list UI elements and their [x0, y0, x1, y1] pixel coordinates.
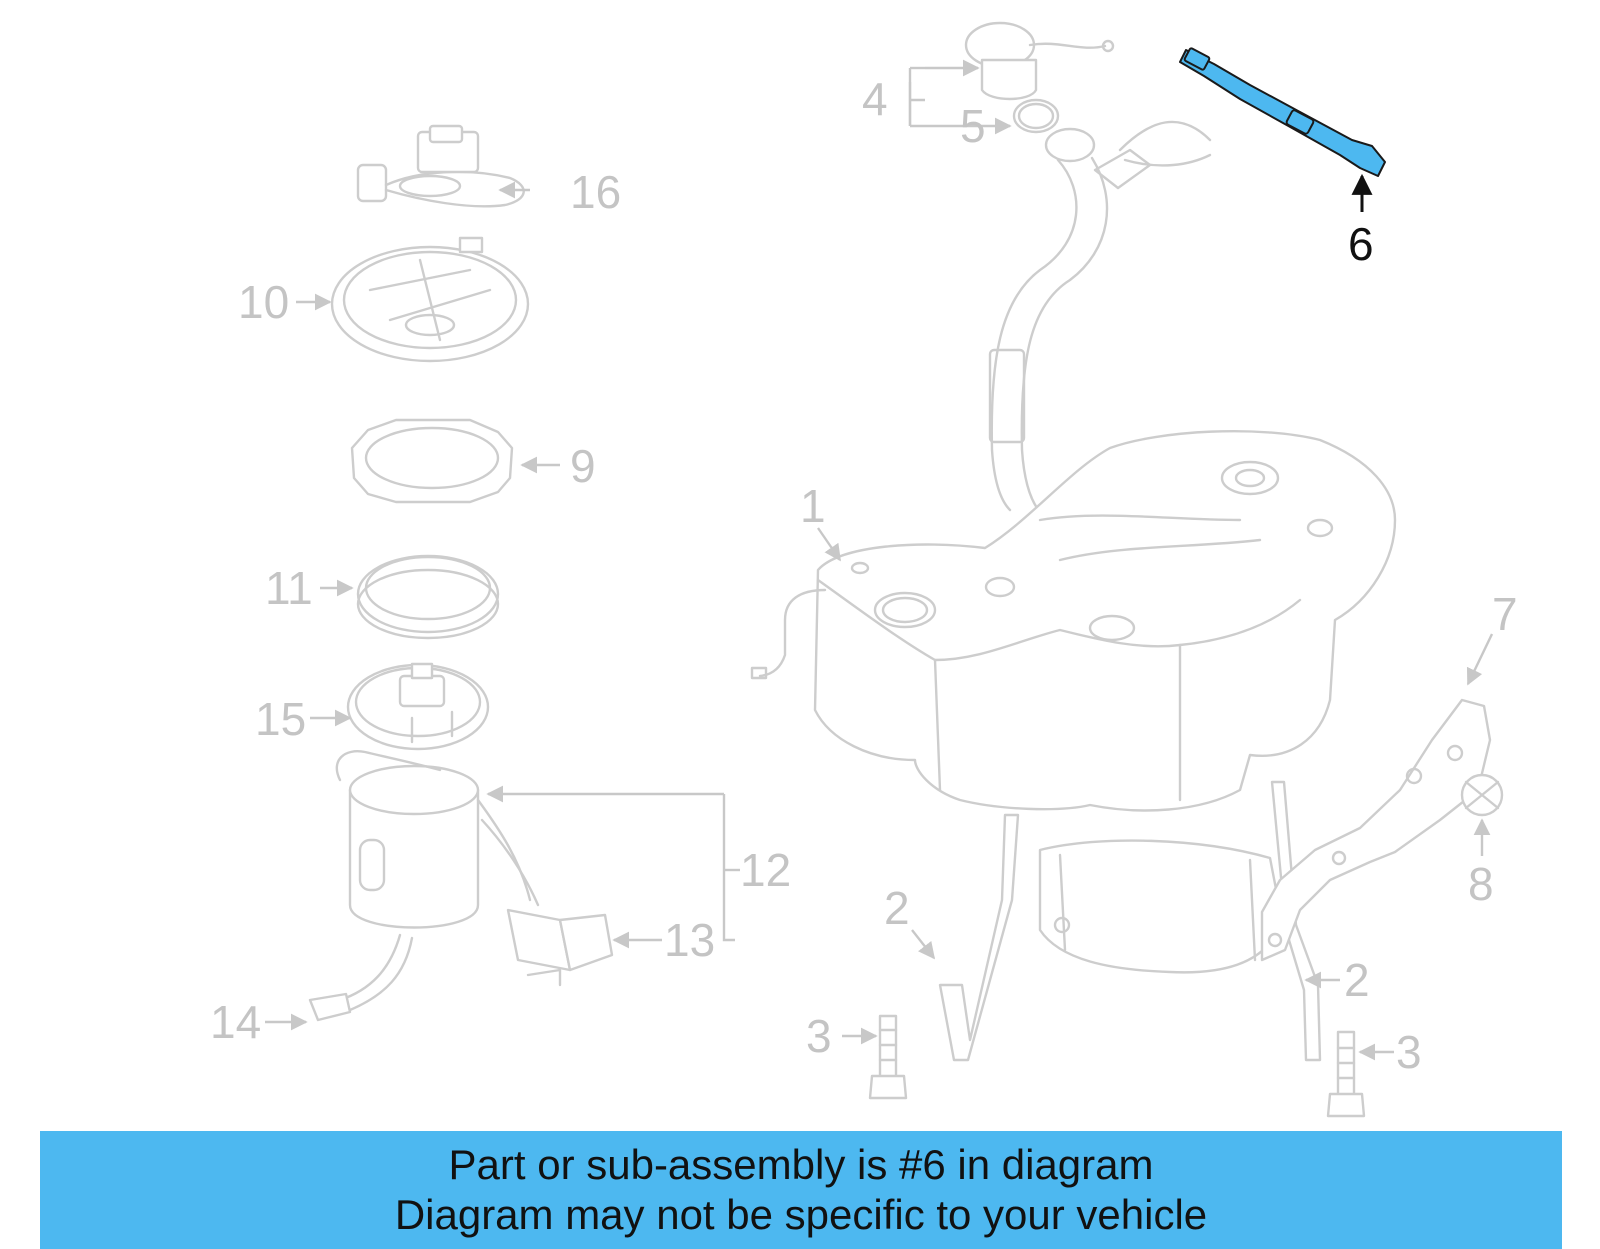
part-1-fuel-tank: [750, 429, 1397, 812]
part-14-connector: [308, 933, 414, 1022]
part-9-ring: [350, 418, 514, 504]
callout-3-right: 3: [1396, 1026, 1422, 1078]
callout-16: 16: [570, 166, 621, 218]
part-15-pump-module: [346, 662, 490, 751]
callout-10: 10: [238, 276, 289, 328]
callout-11: 11: [265, 562, 313, 614]
callout-5: 5: [960, 100, 986, 152]
banner-line-part: Part or sub-assembly is #6 in diagram: [448, 1141, 1154, 1188]
part-10-cover: [330, 236, 530, 363]
callout-12: 12: [740, 844, 791, 896]
callout-6[interactable]: 6: [1348, 218, 1374, 270]
callout-4: 4: [862, 73, 888, 125]
callout-14: 14: [210, 996, 261, 1048]
part-13-bracket: [506, 908, 614, 987]
part-5-seal: [1012, 98, 1060, 134]
part-3-bolt-left: [868, 1014, 908, 1100]
callout-9: 9: [570, 440, 596, 492]
part-8-grommet: [1460, 773, 1504, 817]
banner-line-disclaimer: Diagram may not be specific to your vehi…: [394, 1191, 1208, 1238]
part-16-valve: [356, 124, 525, 208]
callout-1: 1: [800, 480, 826, 532]
callout-labels: 4 5 6 16 10 9 11 15 12 13 14 1 7 8 2 2 3…: [210, 73, 1518, 1078]
leader-lines: [265, 59, 1494, 1061]
part-2-strap-left: [938, 813, 1020, 1062]
info-banner: Part or sub-assembly is #6 in diagram Di…: [40, 1131, 1562, 1249]
part-3-bolt-right: [1326, 1030, 1366, 1118]
callout-8: 8: [1468, 858, 1494, 910]
callout-7: 7: [1492, 588, 1518, 640]
callout-13: 13: [664, 914, 715, 966]
part-12-pump: [335, 750, 540, 929]
part-6-sensor-highlighted[interactable]: [1179, 47, 1386, 177]
callout-2-right: 2: [1344, 954, 1370, 1006]
callout-15: 15: [255, 693, 306, 745]
callout-3-left: 3: [806, 1010, 832, 1062]
heat-shield: [1038, 839, 1284, 974]
callout-2-left: 2: [884, 882, 910, 934]
filler-neck: [988, 120, 1212, 514]
part-11-seal: [356, 554, 500, 640]
part-4-filler-cap: [964, 21, 1115, 101]
part-2-strap-right: [1270, 780, 1322, 1062]
